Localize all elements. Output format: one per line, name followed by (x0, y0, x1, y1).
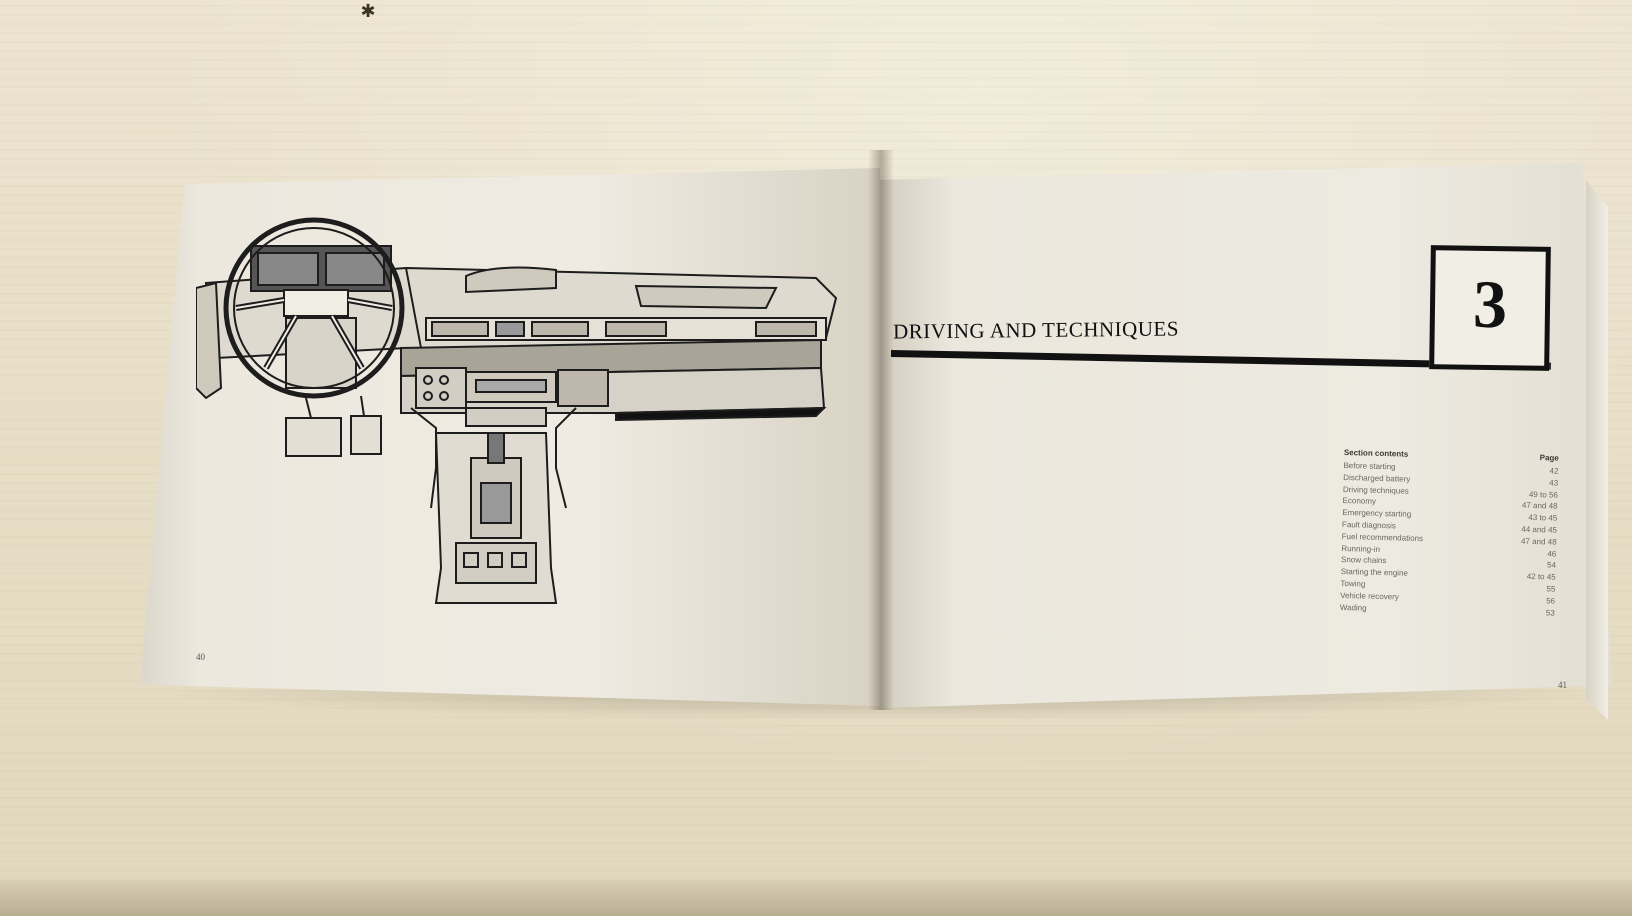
contents-page: 42 (1549, 466, 1559, 476)
page-stack-edge (1586, 180, 1608, 720)
contents-label: Wading (1339, 602, 1367, 613)
contents-page: 49 to 56 (1528, 489, 1558, 500)
contents-page: 43 (1549, 478, 1559, 488)
contents-label: Towing (1340, 578, 1366, 589)
contents-page: 47 and 48 (1521, 501, 1558, 511)
contents-page: 56 (1546, 596, 1556, 606)
contents-heading: Section contents (1343, 448, 1409, 459)
contents-page: 44 and 45 (1521, 524, 1558, 535)
chapter-number: 3 (1472, 265, 1508, 343)
contents-page: 53 (1545, 607, 1555, 618)
contents-page: 42 to 45 (1526, 572, 1556, 582)
dashboard-illustration (196, 217, 838, 604)
chapter-number-box: 3 (1429, 245, 1551, 371)
right-page-number: 41 (1558, 680, 1567, 690)
book-gutter (868, 150, 894, 710)
contents-page: 47 and 48 (1520, 536, 1557, 547)
left-page-number: 40 (196, 652, 205, 662)
table-edge (0, 880, 1632, 916)
contents-page: 43 to 45 (1528, 513, 1558, 523)
contents-label: Running-in (1341, 543, 1381, 554)
insect-on-table: ✱ (360, 1, 376, 21)
contents-page: 46 (1547, 548, 1557, 559)
contents-label: Economy (1342, 496, 1377, 507)
section-title: DRIVING AND TECHNIQUES (892, 316, 1180, 344)
contents-page: 55 (1546, 584, 1556, 594)
contents-page-heading: Page (1539, 453, 1559, 463)
contents-page: 54 (1546, 560, 1557, 570)
right-page (880, 162, 1612, 708)
